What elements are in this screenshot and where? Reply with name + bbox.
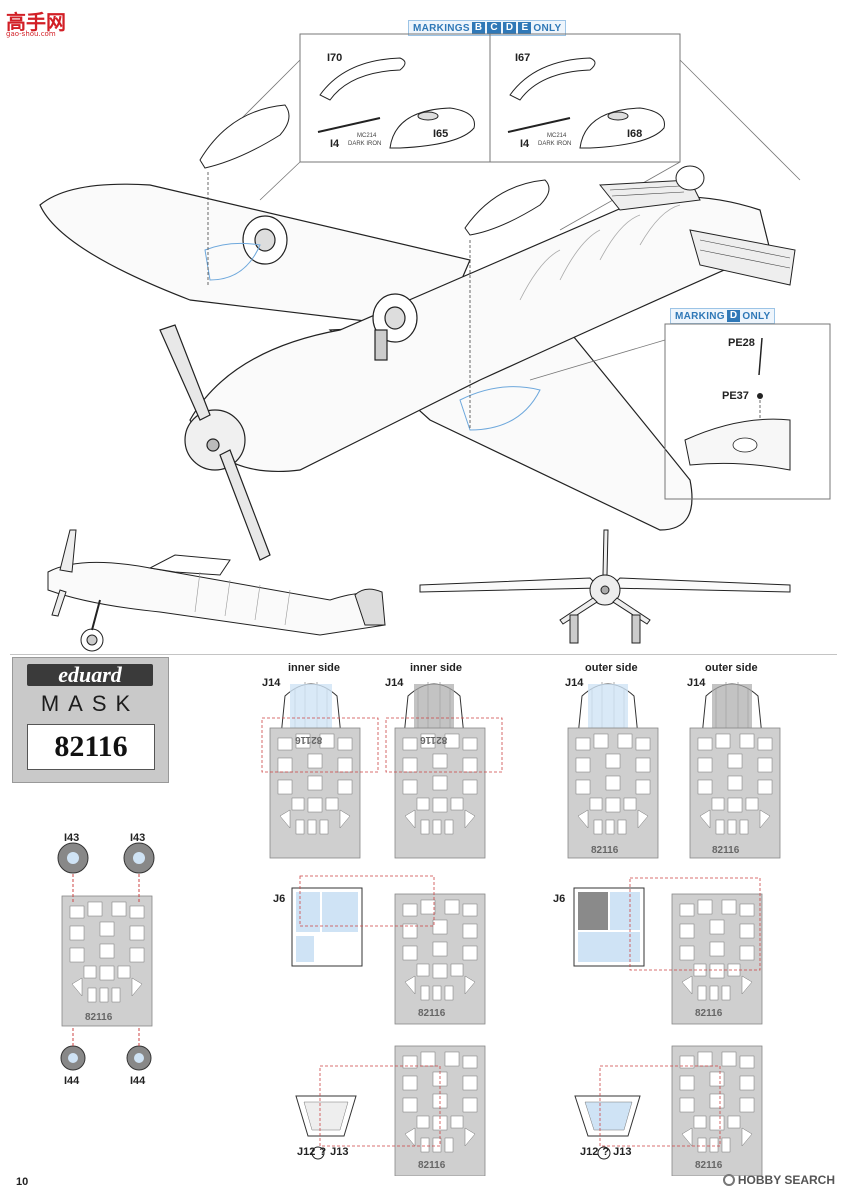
- mask-j6-right: [573, 877, 763, 1025]
- page-number: 10: [16, 1176, 29, 1188]
- mask-sheet-inner-1: [261, 681, 379, 859]
- part-label-i70: I70: [327, 52, 343, 64]
- label-j6-right: J6: [553, 893, 566, 905]
- fuselage-underside: [39, 183, 771, 561]
- sheet-code-5: 82116: [85, 1012, 113, 1023]
- label-j13-right: J13: [613, 1146, 632, 1158]
- aircraft-underside-diagram: [10, 33, 837, 655]
- part-label-pe28: PE28: [728, 337, 755, 349]
- mask-placement-diagram: [57, 681, 781, 1176]
- question-mark-right: ?: [602, 1146, 610, 1158]
- site-logo: 高手网 gao-shou.com: [6, 6, 70, 40]
- label-j12-j13-left: J12 ? J13: [297, 1146, 348, 1158]
- part-label-pe37: PE37: [722, 390, 749, 402]
- hobby-search-watermark: HOBBY SEARCH: [722, 1173, 835, 1187]
- markings-d-suffix: ONLY: [742, 310, 771, 322]
- part-label-i4-left: I4: [330, 138, 340, 150]
- marking-code-c: C: [487, 22, 501, 34]
- sheet-code-1: 82116: [295, 734, 323, 745]
- eduard-mask-logo: eduard MASK 82116: [12, 657, 169, 783]
- drop-tank-left-assembly: [317, 57, 475, 149]
- label-i43-left: I43: [64, 832, 80, 844]
- sheet-code-7: 82116: [695, 1008, 723, 1019]
- site-logo-text: 高手网: [6, 10, 66, 34]
- site-logo-url: gao-shou.com: [6, 30, 56, 38]
- marking-code-d-only: D: [726, 310, 741, 322]
- part-label-i67: I67: [515, 52, 531, 64]
- product-code: 82116: [27, 724, 155, 770]
- drop-tank-right-assembly: [507, 57, 665, 149]
- drop-tanks-mounted: [199, 104, 550, 236]
- mask-j6-left: [291, 875, 486, 1025]
- marking-code-e: E: [518, 22, 532, 34]
- marking-code-d: D: [502, 22, 517, 34]
- color-code-left: MC214: [357, 133, 377, 139]
- copyright-ring-icon: [722, 1174, 735, 1186]
- marking-code-b: B: [471, 22, 486, 34]
- color-name-right: DARK IRON: [538, 141, 572, 147]
- color-name-left: DARK IRON: [348, 141, 382, 147]
- sheet-code-3: 82116: [591, 845, 619, 856]
- mask-sheet-inner-2: [385, 681, 503, 859]
- color-code-right: MC214: [547, 133, 567, 139]
- label-j14-1: J14: [262, 677, 281, 689]
- caption-inner-side-1: inner side: [288, 662, 340, 674]
- label-j14-2: J14: [385, 677, 404, 689]
- part-label-i4-right: I4: [520, 138, 530, 150]
- label-j14-4: J14: [687, 677, 706, 689]
- markings-bcde-banner: MARKINGS B C D E ONLY: [408, 20, 567, 36]
- sheet-code-2: 82116: [420, 734, 448, 745]
- part-label-i68: I68: [627, 128, 643, 140]
- part-label-i65: I65: [433, 128, 449, 140]
- label-j12-right: J12: [580, 1146, 599, 1158]
- label-i44-left: I44: [64, 1075, 80, 1087]
- sheet-code-4: 82116: [712, 845, 740, 856]
- sheet-code-9: 82116: [695, 1160, 723, 1171]
- mask-j12-j13-left: [295, 1045, 486, 1176]
- markings-bcde-prefix: MARKINGS: [413, 22, 470, 34]
- tail-assembly: [599, 165, 796, 286]
- sheet-code-6: 82116: [418, 1008, 446, 1019]
- hobby-search-text: HOBBY SEARCH: [737, 1173, 835, 1187]
- main-wheels: [242, 215, 418, 361]
- front-view-aircraft: [419, 529, 791, 644]
- markings-d-prefix: MARKING: [675, 310, 725, 322]
- mask-sheet-outer-2: [689, 681, 781, 859]
- eduard-brand: eduard: [27, 664, 153, 686]
- mask-word: MASK: [40, 691, 140, 716]
- caption-inner-side-2: inner side: [410, 662, 462, 674]
- question-mark-left: ?: [319, 1146, 327, 1158]
- label-i43-right: I43: [130, 832, 146, 844]
- label-j6-left: J6: [273, 893, 286, 905]
- markings-bcde-suffix: ONLY: [533, 22, 562, 34]
- inset-box-pe-parts: [664, 323, 831, 500]
- label-j12-j13-right: J12 ? J13: [580, 1146, 631, 1158]
- sheet-code-8: 82116: [418, 1160, 446, 1171]
- label-j13-left: J13: [330, 1146, 349, 1158]
- mask-wheels-sheet: [57, 842, 155, 1071]
- label-j14-3: J14: [565, 677, 584, 689]
- caption-outer-side-1: outer side: [585, 662, 638, 674]
- mask-j12-j13-right: [574, 1045, 763, 1176]
- side-profile-aircraft: [47, 529, 386, 652]
- label-j12-left: J12: [297, 1146, 316, 1158]
- label-i44-right: I44: [130, 1075, 146, 1087]
- caption-outer-side-2: outer side: [705, 662, 758, 674]
- mask-sheet-outer-1: [567, 681, 659, 859]
